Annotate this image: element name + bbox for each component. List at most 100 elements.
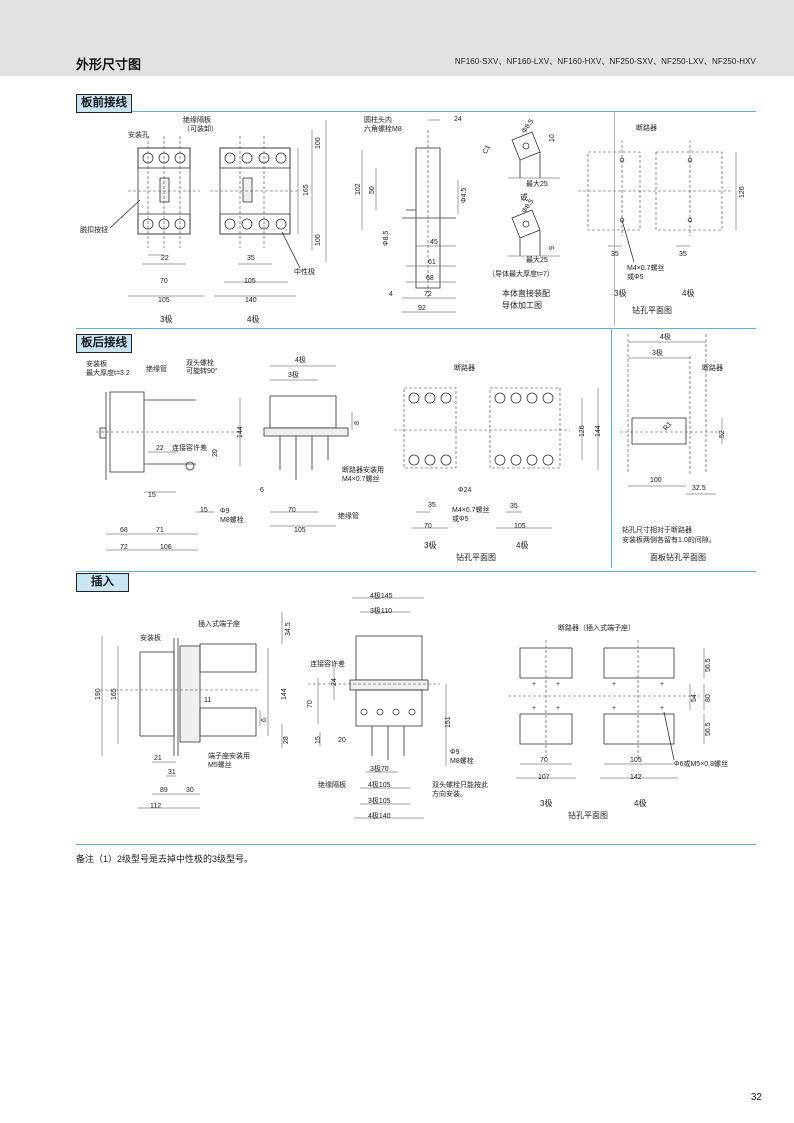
callout-plugin-breaker-socket: 断路器（插入式端子座） <box>558 623 635 632</box>
dim-front-100b: 100 <box>315 234 322 246</box>
callout-trip-button: 脱扣按钮 <box>80 225 108 234</box>
callout-barrier: 绝缘隔板 <box>183 115 211 124</box>
dim-rear-144: 144 <box>237 426 244 438</box>
drill-cross-4: + <box>556 705 560 712</box>
section-divider-plugin <box>76 571 756 572</box>
callout-conductor-note: （导体最大厚度t=7） <box>488 269 554 278</box>
front-conductor-detail <box>508 131 560 257</box>
dim-rear-35: 35 <box>428 502 436 509</box>
callout-rear-tube: 绝缘管 <box>146 364 167 373</box>
dim-rear-52: 52 <box>719 430 726 438</box>
dim-plugin-112: 112 <box>150 803 161 810</box>
dim-plugin-20: 20 <box>338 737 346 744</box>
dim-plugin-24: 24 <box>331 678 338 686</box>
callout-hex-bolt-2: 六角螺栓M8 <box>364 124 402 133</box>
dim-plugin-70: 70 <box>307 700 314 708</box>
callout-plugin-stud-1: 双头螺栓只能按此 <box>432 780 488 789</box>
callout-panel-note-2: 安装板两侧各留有1.0的间隙。 <box>622 535 716 544</box>
dim-plugin-30: 30 <box>186 787 194 794</box>
dim-front-phi85b: Φ8.5 <box>521 118 536 135</box>
dim-front-105b: 105 <box>244 278 256 285</box>
caption-front-3pole: 3极 <box>160 314 172 324</box>
dim-plugin-p3-105: 3极105 <box>368 796 391 805</box>
section-divider-rear <box>76 328 756 329</box>
dim-front-4: 4 <box>389 291 393 298</box>
rear-drill-plan <box>394 387 599 529</box>
front-drill-plan <box>578 140 737 263</box>
dim-front-22: 22 <box>161 255 169 262</box>
dim-front-50: 50 <box>369 186 376 194</box>
rear-panel-drill-plan <box>620 334 723 495</box>
callout-plugin-stud-2: 方向安装。 <box>432 789 467 798</box>
dim-front-max25b: 最大25 <box>526 255 548 264</box>
plugin-side-view <box>100 612 283 809</box>
dim-front-92: 92 <box>418 305 426 312</box>
section-divider-front <box>76 111 756 112</box>
drill-cross-2: + <box>556 681 560 688</box>
dim-plugin-p4-105: 4极105 <box>368 780 391 789</box>
dim-plugin-p3-70: 3极70 <box>370 764 389 773</box>
front-side-view <box>361 119 459 313</box>
drill-cross-3: + <box>532 705 536 712</box>
callout-rear-mount-1: 断路器安装用 <box>342 465 384 474</box>
callout-rear-screw: M4×0.7螺丝 <box>452 505 490 514</box>
dim-plugin-107: 107 <box>538 774 550 781</box>
caption-plugin-4pole: 4极 <box>634 798 646 808</box>
drill-cross-1: + <box>532 681 536 688</box>
page-header <box>0 0 794 76</box>
dim-front-max25: 最大25 <box>526 179 548 188</box>
caption-drill-4pole: 4极 <box>682 288 694 298</box>
caption-rear-drill-plan: 钻孔平面图 <box>456 552 496 562</box>
dim-front-35: 35 <box>247 255 255 262</box>
dim-rear-325: 32.5 <box>692 485 706 492</box>
dim-front-45: 45 <box>430 239 438 246</box>
callout-panel-note-1: 钻孔尺寸相对于断路器 <box>622 525 692 534</box>
caption-drill-3pole: 3极 <box>614 288 626 298</box>
dim-front-140: 140 <box>245 297 257 304</box>
callout-rear-tube2: 绝缘管 <box>338 511 359 520</box>
model-list: NF160-SXV、NF160-LXV、NF160-HXV、NF250-SXV、… <box>454 57 756 66</box>
callout-plugin-socket-screw-2: M5螺丝 <box>208 760 232 769</box>
callout-plugin-plate: 安装板 <box>140 633 161 642</box>
dim-rear-105: 105 <box>294 527 306 534</box>
dim-rear-8: 8 <box>354 421 361 425</box>
notes-divider <box>76 844 756 845</box>
dim-rear-p3b: 3极 <box>652 348 663 357</box>
callout-rear-tol: 连接容许差 <box>172 443 207 452</box>
dim-rear-70b: 70 <box>424 523 432 530</box>
page-title: 外形尺寸图 <box>76 57 142 72</box>
dim-front-165: 165 <box>303 184 310 196</box>
drill-cross-5: + <box>612 681 616 688</box>
callout-front-screw: M4×0.7螺丝 <box>627 263 665 272</box>
dim-plugin-165: 165 <box>111 688 118 700</box>
dim-front-35b: 35 <box>611 251 619 258</box>
caption-rear-3pole: 3极 <box>424 540 436 550</box>
dim-front-35c: 35 <box>679 251 687 258</box>
dim-front-phi85: Φ8.5 <box>383 231 390 246</box>
section-label-front: 板前接线 <box>76 94 132 113</box>
footnote: 备注（1）2级型号是去掉中性极的3级型号。 <box>76 854 254 864</box>
plugin-drill-plan: + + + + + + + + <box>508 640 705 779</box>
page-number: 32 <box>750 1092 762 1103</box>
dim-plugin-21: 21 <box>154 755 162 762</box>
dim-rear-70: 70 <box>288 507 296 514</box>
dim-plugin-6: 6 <box>261 718 268 722</box>
callout-plugin-m8: M8螺栓 <box>450 756 474 765</box>
dim-rear-6: 6 <box>260 487 264 494</box>
dim-rear-71: 71 <box>156 527 164 534</box>
dim-rear-p3: 3极 <box>288 370 299 379</box>
dim-rear-p4b: 4极 <box>660 332 671 341</box>
callout-plugin-socket-screw-1: 端子座安装用 <box>208 751 250 760</box>
plugin-front-view <box>308 597 447 819</box>
dim-plugin-151: 151 <box>445 716 452 728</box>
caption-direct-1: 本体直接装配 <box>502 288 550 298</box>
dim-rear-105b: 105 <box>514 523 526 530</box>
dim-plugin-80: 80 <box>705 694 712 702</box>
section-label-plugin: 插入 <box>76 573 129 592</box>
rear-front-view <box>263 365 353 527</box>
dim-rear-p4: 4极 <box>295 355 306 364</box>
callout-neutral-pole: 中性极 <box>294 267 315 276</box>
callout-rear-phi24: Φ24 <box>458 487 471 494</box>
callout-removable: （可装卸） <box>183 124 218 133</box>
dim-plugin-142: 142 <box>630 774 642 781</box>
